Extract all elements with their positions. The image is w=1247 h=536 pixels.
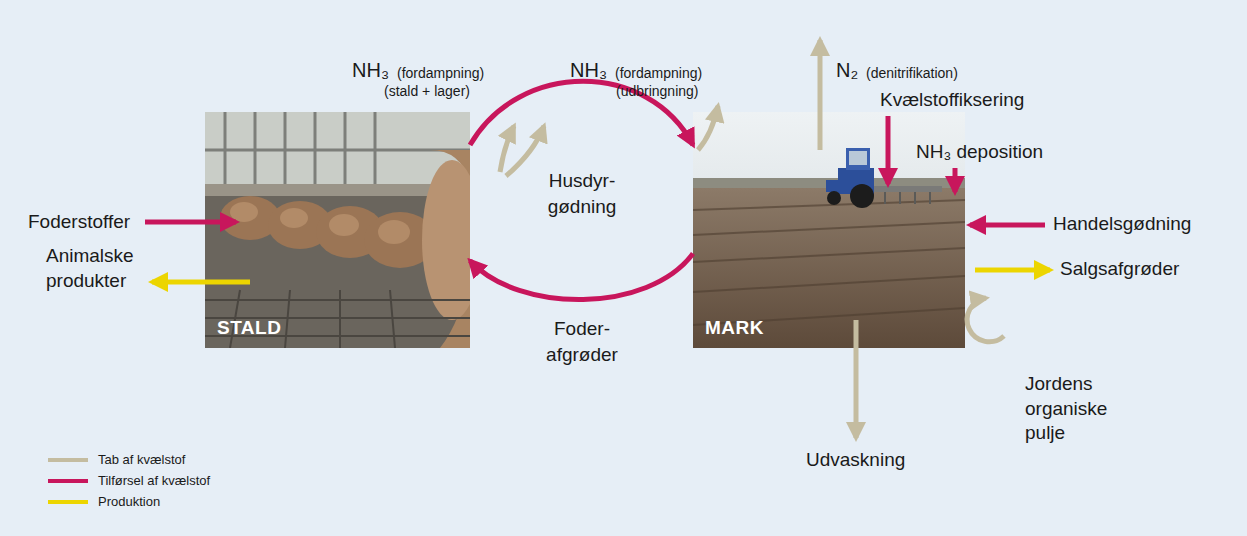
legend-row: Tab af kvælstof <box>48 452 185 467</box>
flow-label: (fordampning) <box>397 64 484 82</box>
flow-label: Jordens organiske pulje <box>1025 372 1129 446</box>
flow-label: Udvaskning <box>806 448 905 473</box>
flow-connector <box>470 254 693 300</box>
legend-row: Tilførsel af kvælstof <box>48 473 210 488</box>
flow-label: NH₃ <box>570 57 607 83</box>
edge-label: Foder- afgrøder <box>530 316 634 367</box>
legend-text: Tab af kvælstof <box>98 452 185 467</box>
flow-label: NH₃ deposition <box>916 140 1043 165</box>
flow-label: (stald + lager) <box>384 82 470 100</box>
flow-label: Salgsafgrøder <box>1060 257 1179 282</box>
legend-row: Produktion <box>48 494 160 509</box>
flow-label: (udbringning) <box>616 82 699 100</box>
flow-label: NH₃ <box>352 57 389 83</box>
edge-label: Husdyr- gødning <box>530 168 634 219</box>
legend-text: Tilførsel af kvælstof <box>98 473 210 488</box>
flow-label: (denitrifikation) <box>866 64 958 82</box>
flow-label: Handelsgødning <box>1053 212 1191 237</box>
flow-label: Foderstoffer <box>28 210 130 235</box>
photo-caption: MARK <box>705 317 764 339</box>
legend-swatch <box>48 500 88 504</box>
legend-swatch <box>48 479 88 483</box>
legend-swatch <box>48 458 88 462</box>
flow-label: Kvælstoffiksering <box>880 88 1024 113</box>
flow-label: (fordampning) <box>615 64 702 82</box>
flow-arrows <box>145 40 1050 438</box>
flow-label: Animalske produkter <box>46 244 158 293</box>
legend-text: Produktion <box>98 494 160 509</box>
barn-photo <box>205 112 470 348</box>
photo-box: STALD <box>205 112 470 348</box>
flow-label: N₂ <box>836 57 858 83</box>
photo-caption: STALD <box>217 317 281 339</box>
